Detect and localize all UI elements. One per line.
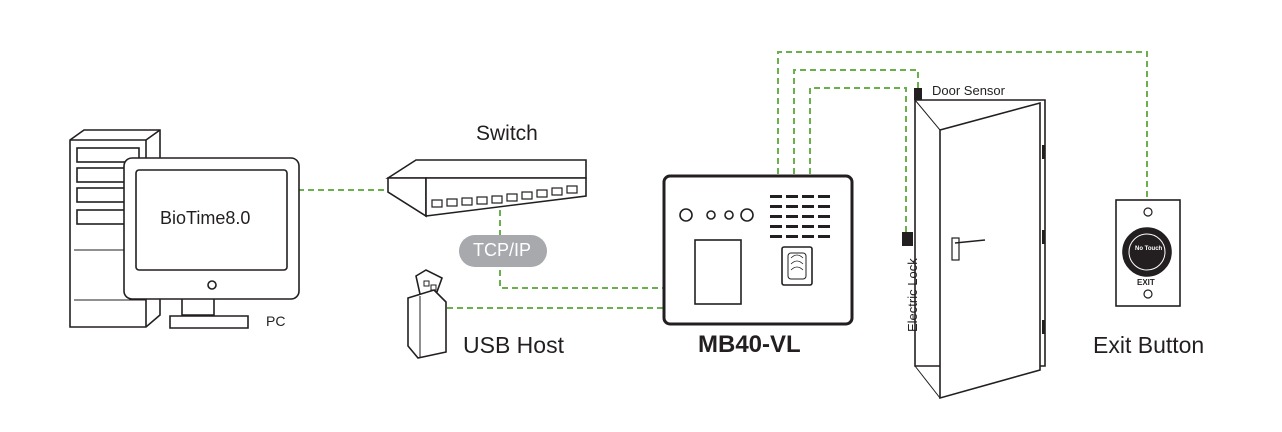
tcp-ip-badge (459, 235, 547, 267)
exit-text-label: EXIT (1137, 278, 1155, 287)
no-touch-label: No Touch (1135, 246, 1163, 252)
door-sensor-icon (914, 88, 922, 100)
device-keypad (770, 195, 830, 238)
tcp-ip-label: TCP/IP (473, 240, 532, 260)
device-body (662, 174, 854, 326)
electric-lock-line (809, 87, 907, 232)
network-switch (385, 159, 587, 218)
pc-label: PC (266, 313, 286, 329)
exit-button-label: Exit Button (1093, 332, 1205, 358)
usb-host-label: USB Host (463, 332, 564, 358)
exit-button-line (777, 51, 1148, 198)
electric-lock-icon (902, 232, 913, 246)
software-name: BioTime8.0 (160, 208, 251, 228)
device-model-label: MB40-VL (698, 331, 801, 358)
door-sensor-line (793, 69, 919, 174)
exit-button-device (1115, 199, 1181, 307)
electric-lock-label: Electric Lock (905, 258, 920, 332)
door-sensor-label: Door Sensor (932, 83, 1005, 98)
usb-stick (407, 269, 447, 359)
door (914, 99, 1046, 400)
switch-label: Switch (476, 122, 538, 145)
pc-monitor (123, 157, 300, 329)
